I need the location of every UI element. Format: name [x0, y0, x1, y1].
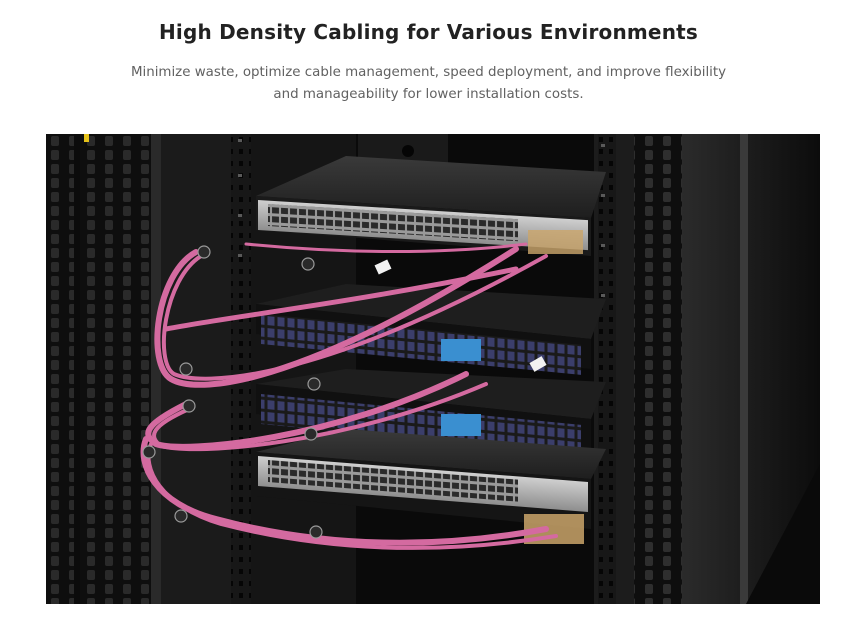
left-rack-rail — [151, 134, 251, 604]
cable-clips — [142, 245, 323, 539]
right-rack-rail — [594, 134, 820, 604]
pink-trunk-cables — [140, 242, 558, 550]
fiber-enclosure-upper — [256, 284, 606, 375]
rack-photo — [46, 134, 820, 604]
page-title: High Density Cabling for Various Environ… — [158, 20, 698, 44]
bottom-switch — [256, 429, 606, 544]
rail-marks — [238, 139, 605, 297]
left-cable-manager — [46, 134, 151, 604]
fiber-enclosure-lower — [256, 369, 606, 455]
page-subtitle: Minimize waste, optimize cable managemen… — [130, 65, 727, 102]
cable-tags — [374, 259, 547, 372]
top-switch — [256, 156, 606, 256]
